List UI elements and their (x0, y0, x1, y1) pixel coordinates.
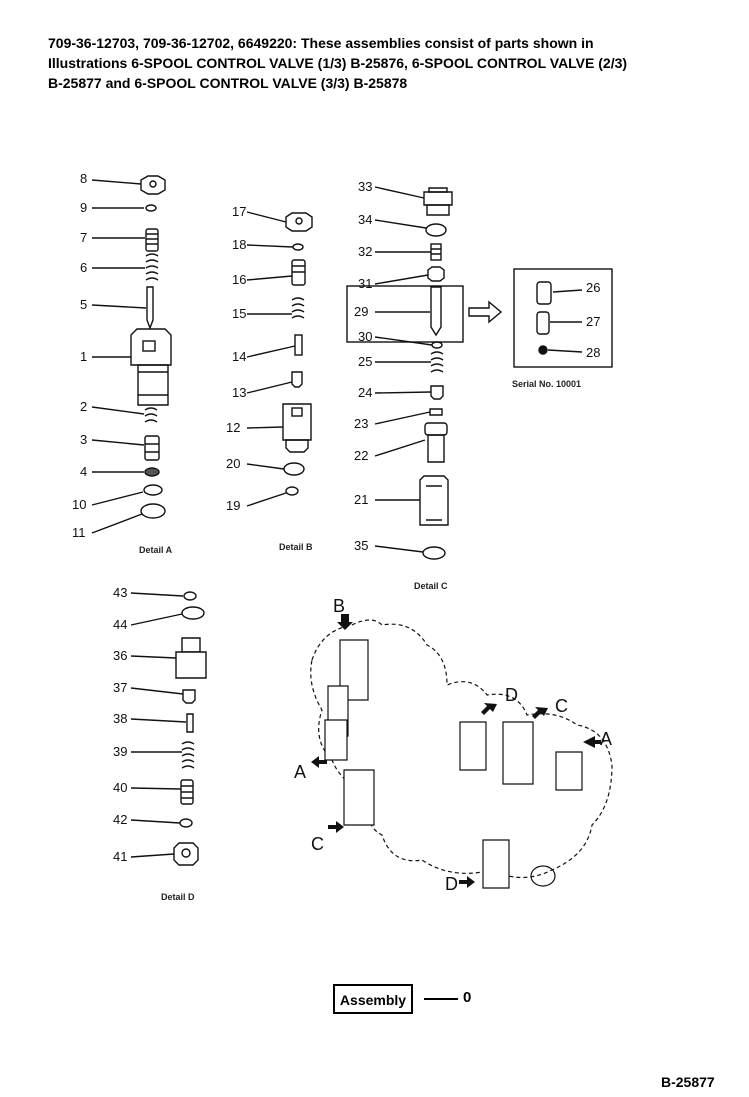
callout-19: 19 (226, 498, 240, 513)
callout-22: 22 (354, 448, 368, 463)
callout-17: 17 (232, 204, 246, 219)
callout-23: 23 (354, 416, 368, 431)
callout-27: 27 (586, 314, 600, 329)
view-letter-c-right: C (555, 696, 568, 716)
callout-4: 4 (80, 464, 87, 479)
header-text: 709-36-12703, 709-36-12702, 6649220: The… (48, 33, 708, 93)
view-letter-a-right: A (600, 729, 612, 749)
detail-a-caption: Detail A (139, 545, 173, 555)
detail-a-group (91, 175, 172, 534)
callout-30: 30 (358, 329, 372, 344)
valve-assembly-view (310, 619, 613, 889)
detail-c-caption: Detail C (414, 581, 448, 591)
view-letter-b: B (333, 596, 345, 616)
callout-5: 5 (80, 297, 87, 312)
callout-38: 38 (113, 711, 127, 726)
view-letter-d-bottom: D (445, 874, 458, 894)
callout-16: 16 (232, 272, 246, 287)
callout-25: 25 (358, 354, 372, 369)
header-line-2: Illustrations 6-SPOOL CONTROL VALVE (1/3… (48, 55, 628, 71)
detail-b-group (246, 211, 313, 507)
callout-11: 11 (72, 525, 86, 540)
callout-9: 9 (80, 200, 87, 215)
callout-29: 29 (354, 304, 368, 319)
callout-41: 41 (113, 849, 127, 864)
callout-10: 10 (72, 497, 86, 512)
callout-12: 12 (226, 420, 240, 435)
serial-inset (513, 268, 613, 368)
callout-31: 31 (358, 276, 372, 291)
callout-18: 18 (232, 237, 246, 252)
assembly-quantity: 0 (463, 989, 472, 1006)
callout-33: 33 (358, 179, 372, 194)
callout-28: 28 (586, 345, 600, 360)
detail-d-caption: Detail D (161, 892, 195, 902)
detail-c-group (346, 186, 503, 560)
callout-34: 34 (358, 212, 372, 227)
callout-35: 35 (354, 538, 368, 553)
callout-26: 26 (586, 280, 600, 295)
detail-b-caption: Detail B (279, 542, 313, 552)
serial-caption: Serial No. 10001 (512, 379, 581, 389)
callout-43: 43 (113, 585, 127, 600)
view-letter-d-top: D (505, 685, 518, 705)
callout-32: 32 (358, 244, 372, 259)
detail-d-group (130, 591, 207, 866)
callout-21: 21 (354, 492, 368, 507)
callout-42: 42 (113, 812, 127, 827)
callout-24: 24 (358, 385, 372, 400)
header-line-3: B-25877 and 6-SPOOL CONTROL VALVE (3/3) … (48, 75, 408, 91)
assembly-button[interactable]: Assembly (333, 984, 413, 1014)
callout-6: 6 (80, 260, 87, 275)
callout-14: 14 (232, 349, 246, 364)
callout-36: 36 (113, 648, 127, 663)
callout-8: 8 (80, 171, 87, 186)
callout-44: 44 (113, 617, 127, 632)
page-code: B-25877 (661, 1074, 715, 1090)
callout-7: 7 (80, 230, 87, 245)
callout-40: 40 (113, 780, 127, 795)
callout-2: 2 (80, 399, 87, 414)
callout-15: 15 (232, 306, 246, 321)
callout-37: 37 (113, 680, 127, 695)
header-line-1: 709-36-12703, 709-36-12702, 6649220: The… (48, 35, 594, 51)
callout-1: 1 (80, 349, 87, 364)
view-letter-a-left: A (294, 762, 306, 782)
callout-20: 20 (226, 456, 240, 471)
view-letter-c-left: C (311, 834, 324, 854)
callout-13: 13 (232, 385, 246, 400)
callout-3: 3 (80, 432, 87, 447)
assembly-leader-line (424, 998, 458, 1000)
view-arrows (311, 614, 601, 888)
callout-39: 39 (113, 744, 127, 759)
